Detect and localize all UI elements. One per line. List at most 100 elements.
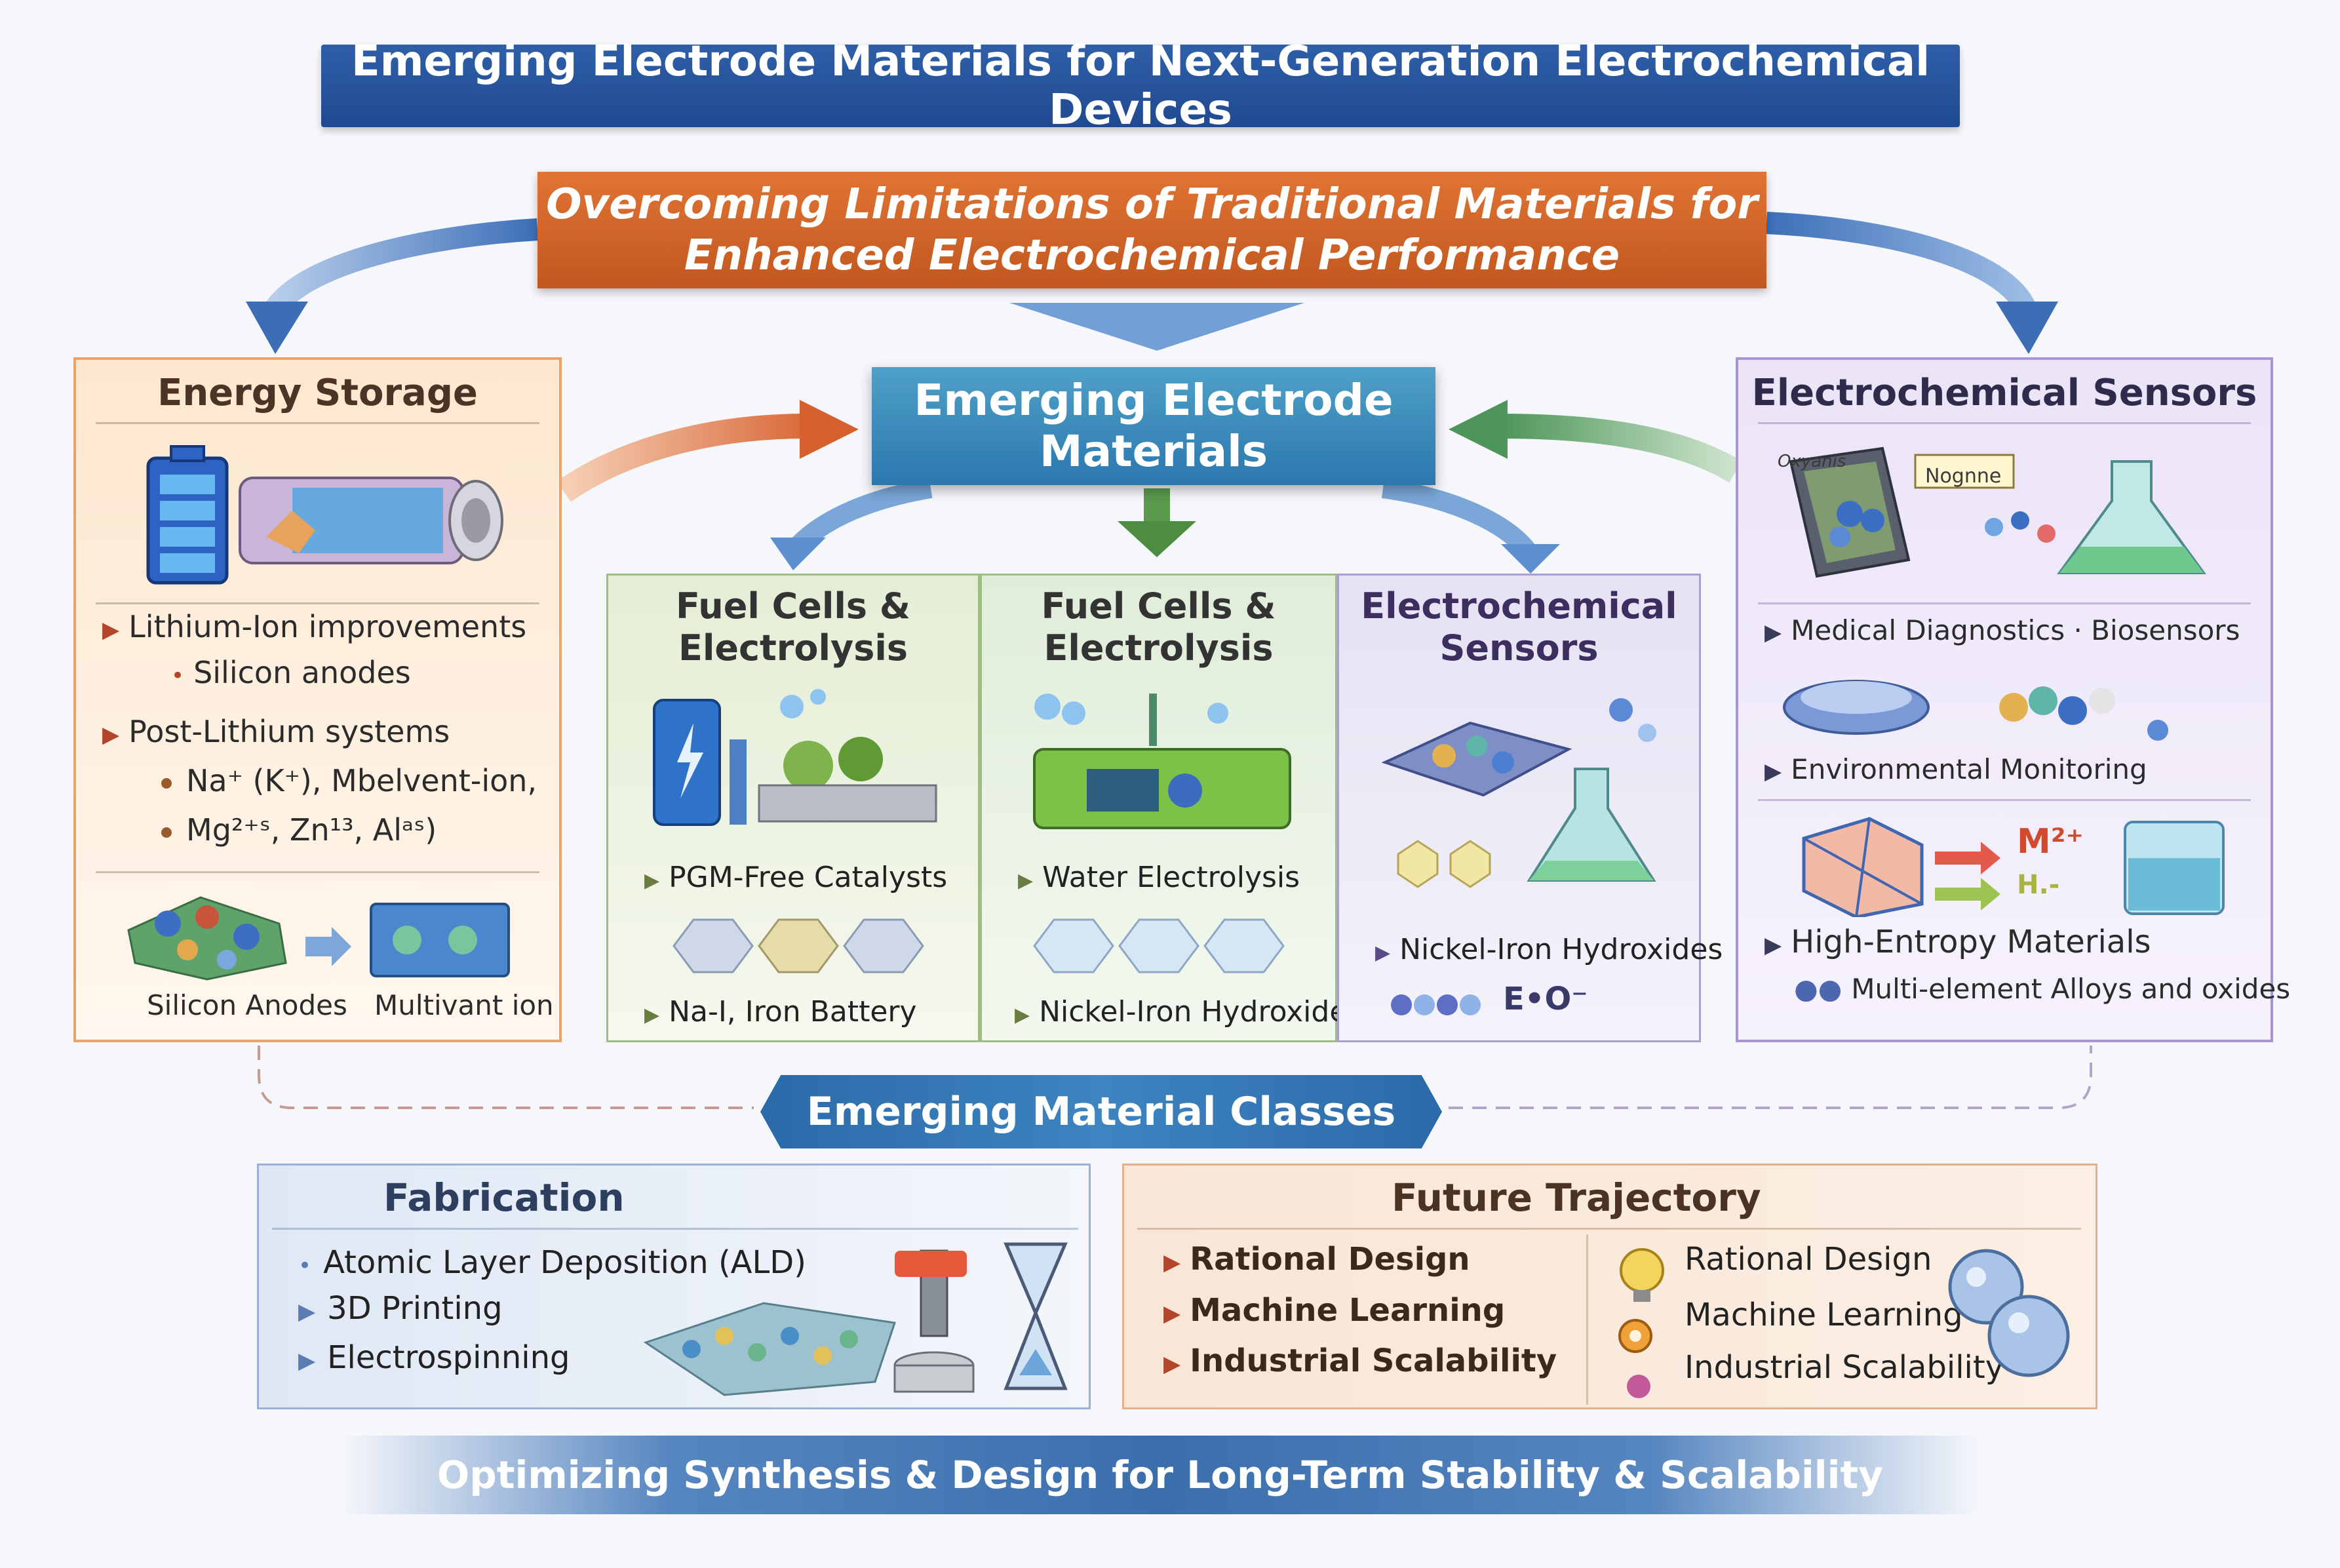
molecule-icon (1391, 994, 1481, 1015)
sensors-item-alloys: ●●Multi-element Alloys and oxides (1794, 973, 2291, 1005)
catalyst-plate-icon (758, 784, 937, 823)
scale-icon (1627, 1375, 1650, 1398)
bullet-dot-icon: • (298, 1253, 312, 1279)
footer-banner: Optimizing Synthesis & Design for Long-T… (341, 1436, 1979, 1514)
sensors-column: Electrochemical Sensors ▶Nickel-Iron Hyd… (1337, 574, 1723, 1042)
high-entropy-illustration (1802, 817, 2225, 917)
device-label-2: Nognne (1925, 465, 2002, 488)
future-left-item-2: ▶Machine Learning (1163, 1292, 1506, 1329)
bullet-arrow-icon: ▶ (102, 617, 120, 643)
bullet-dot-icon (161, 777, 172, 789)
arrow-down-mid-shaft (1144, 488, 1170, 524)
biosensor-illustration (1783, 680, 2168, 741)
bullet-arrow-icon: ▶ (1015, 1004, 1030, 1027)
bullet-arrow-icon: ▶ (644, 1004, 660, 1027)
es-item-post-lithium: ▶Post-Lithium systems (102, 714, 450, 749)
sensors-item-env: ▶Environmental Monitoring (1765, 753, 2147, 785)
col1-item-2: ▶Na-I, Iron Battery (644, 995, 917, 1029)
fab-item-3d: ▶3D Printing (298, 1290, 503, 1327)
electrolyzer-icon (1033, 748, 1291, 829)
sensors-title: Electrochemical Sensors (1751, 372, 2257, 414)
es-item-lithium: ▶Lithium-Ion improvements (102, 609, 527, 644)
arrow-down-mid-head (1118, 521, 1196, 557)
main-title: Emerging Electrode Materials for Next-Ge… (321, 37, 1960, 134)
arrow-down-left (792, 479, 933, 551)
future-title: Future Trajectory (1392, 1175, 1761, 1220)
arrow-down-right (1381, 479, 1535, 557)
fuel-cells-column-1: Fuel Cells & Electrolysis ▶PGM-Free Cata… (606, 574, 980, 1042)
battery-illustration (146, 445, 503, 585)
col1-title: Fuel Cells & Electrolysis (608, 585, 978, 669)
electrochemical-sensors-panel: Electrochemical Sensors Oxyanis Nognne ▶… (1736, 357, 2290, 1042)
bullet-arrow-icon: ▶ (644, 869, 660, 892)
energy-storage-panel: Energy Storage ▶Lithium-Ion improvements… (73, 357, 562, 1042)
dashed-connector-left (258, 1046, 754, 1109)
bullet-arrow-icon: ▶ (1163, 1301, 1181, 1327)
material-classes-banner: Emerging Material Classes (760, 1075, 1442, 1148)
bulb-icon (1620, 1248, 1664, 1293)
col3-title-line-2: Sensors (1439, 627, 1599, 669)
col3-item-1: ▶Nickel-Iron Hydroxides (1375, 933, 1723, 966)
fabrication-panel: Fabrication •Atomic Layer Deposition (AL… (257, 1164, 1091, 1409)
future-right-item-1: Rational Design (1685, 1241, 1932, 1278)
future-divider (1586, 1234, 1588, 1405)
center-line-1: Emerging Electrode (914, 375, 1394, 425)
future-rule (1137, 1228, 2081, 1230)
es-item-na: Na⁺ (K⁺), Mbelvent-ion, (161, 763, 537, 798)
bullet-dot-icon: • (171, 663, 185, 689)
subtitle-banner: Overcoming Limitations of Traditional Ma… (537, 172, 1766, 288)
arrow-center-down (1009, 303, 1304, 351)
arrow-down-left-head (770, 538, 826, 570)
bullet-arrow-icon: ▶ (102, 722, 120, 748)
arrow-top-right (1766, 212, 2036, 313)
molecule-spheres-icon (1948, 1249, 2070, 1377)
sensors-rule (1758, 422, 2251, 424)
col1-title-line-1: Fuel Cells & (676, 585, 910, 627)
particle-bed-icon (643, 1302, 896, 1396)
device-label-1: Oxyanis (1778, 452, 1846, 471)
col2-title-line-2: Electrolysis (1043, 627, 1274, 669)
bullet-dot-icon (161, 827, 172, 838)
es-item-silicon: •Silicon anodes (171, 655, 411, 690)
energy-storage-rule-2 (96, 602, 539, 604)
sensors-item-high-entropy: ▶High-Entropy Materials (1765, 924, 2151, 960)
energy-storage-title: Energy Storage (157, 372, 478, 414)
arrow-green-head (1449, 400, 1508, 459)
arrow-orange-head (800, 400, 859, 459)
fab-item-ald: •Atomic Layer Deposition (ALD) (298, 1244, 806, 1281)
col2-title-line-1: Fuel Cells & (1041, 585, 1276, 627)
sensors-item-medical: ▶Medical Diagnostics · Biosensors (1765, 614, 2240, 646)
fab-item-electrospinning: ▶Electrospinning (298, 1339, 570, 1376)
col3-title-line-1: Electrochemical (1361, 585, 1677, 627)
arrow-green (1500, 414, 1742, 483)
dashed-connector-right (1449, 1046, 2092, 1109)
anode-illustration (127, 896, 510, 981)
bullet-arrow-icon: ▶ (1018, 869, 1034, 892)
future-left-item-3: ▶Industrial Scalability (1163, 1343, 1557, 1379)
future-right-item-2: Machine Learning (1685, 1297, 1963, 1333)
col3-title: Electrochemical Sensors (1339, 585, 1699, 669)
arrow-top-left-head (246, 302, 308, 354)
fuel-cells-column-2: Fuel Cells & Electrolysis ▶Water Electro… (980, 574, 1362, 1042)
hourglass-icon (1004, 1242, 1068, 1390)
energy-storage-rule-3 (96, 871, 539, 873)
center-materials-box: Emerging Electrode Materials (872, 367, 1435, 485)
col1-title-line-2: Electrolysis (678, 627, 908, 669)
future-right-item-3: Industrial Scalability (1685, 1349, 2004, 1386)
alloy-dots-icon: ●● (1794, 973, 1843, 1005)
future-icons (1618, 1248, 1664, 1398)
fabrication-rule (272, 1228, 1078, 1230)
col1-illustration (653, 689, 937, 826)
col2-illustration (1033, 694, 1291, 829)
col2-item-2: ▶Nickel-Iron Hydroxides (1015, 995, 1363, 1029)
sensor-plate-icon (1381, 721, 1572, 797)
ion-label-h: H.- (2017, 870, 2060, 900)
arrow-top-left (266, 218, 539, 315)
col2-item-1: ▶Water Electrolysis (1018, 861, 1300, 894)
subtitle-line-2: Enhanced Electrochemical Performance (684, 231, 1620, 280)
arrow-down-right-head (1501, 544, 1560, 574)
multivalent-cell-icon (370, 903, 510, 977)
fabrication-title: Fabrication (383, 1175, 625, 1220)
future-left-item-1: ▶Rational Design (1163, 1241, 1470, 1278)
